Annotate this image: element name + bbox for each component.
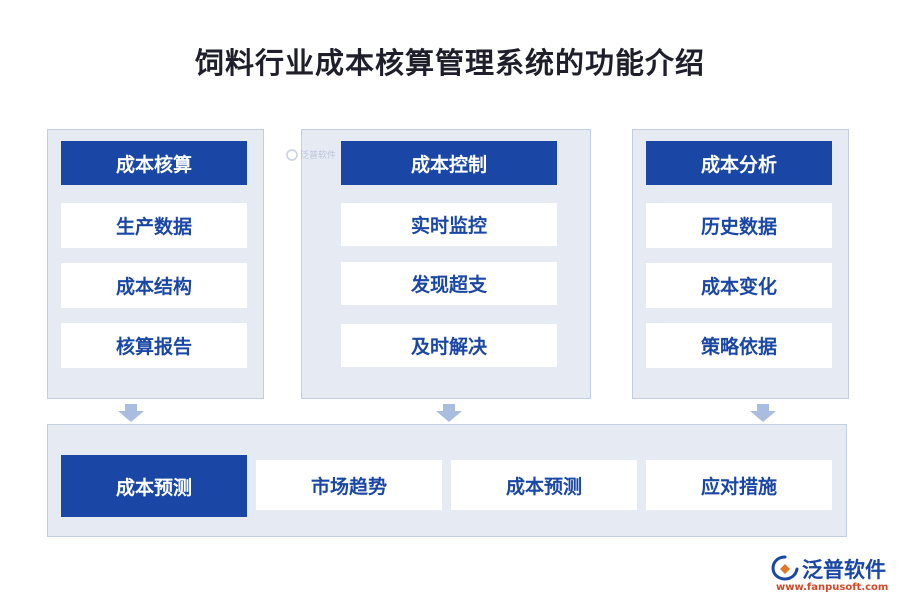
brand-url: www.fanpusoft.com xyxy=(776,582,889,593)
column-1-item-3: 核算报告 xyxy=(61,323,247,368)
page-title: 饲料行业成本核算管理系统的功能介绍 xyxy=(194,46,705,80)
column-header-2: 成本控制 xyxy=(341,141,557,185)
column-1-item-1: 生产数据 xyxy=(61,203,247,248)
column-2-item-2: 发现超支 xyxy=(341,262,557,305)
column-header-3: 成本分析 xyxy=(646,141,832,185)
down-arrow-icon-1 xyxy=(118,404,144,422)
watermark-logo: 泛普软件 xyxy=(286,148,336,161)
bottom-item-2: 成本预测 xyxy=(451,460,637,510)
watermark-logo-icon xyxy=(286,148,298,161)
brand-logo-icon xyxy=(771,555,799,581)
column-1-item-2: 成本结构 xyxy=(61,263,247,308)
column-3-item-1: 历史数据 xyxy=(646,203,832,248)
brand-name: 泛普软件 xyxy=(802,558,886,582)
column-3-item-2: 成本变化 xyxy=(646,263,832,308)
watermark-text: 泛普软件 xyxy=(300,151,337,161)
column-2-item-3: 及时解决 xyxy=(341,324,557,367)
bottom-item-1: 市场趋势 xyxy=(256,460,442,510)
bottom-header: 成本预测 xyxy=(61,455,247,517)
down-arrow-icon-2 xyxy=(436,404,462,422)
down-arrow-icon-3 xyxy=(750,404,776,422)
column-header-1: 成本核算 xyxy=(61,141,247,185)
column-2-item-1: 实时监控 xyxy=(341,203,557,246)
column-3-item-3: 策略依据 xyxy=(646,323,832,368)
bottom-item-3: 应对措施 xyxy=(646,460,832,510)
brand-logo: 泛普软件 www.fanpusoft.com xyxy=(768,554,893,594)
